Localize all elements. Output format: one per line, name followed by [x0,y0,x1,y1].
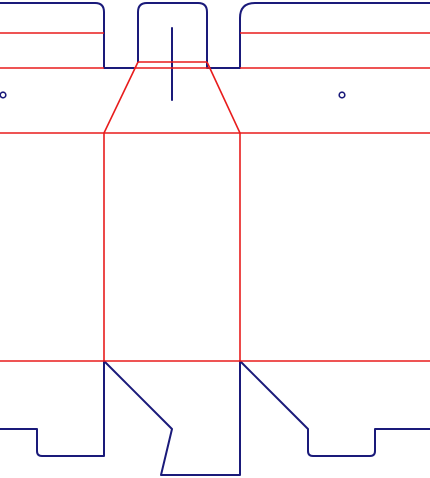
holes [0,91,346,99]
hole-left [0,91,7,99]
center-bottom-lock-flap-cut [103,360,241,476]
left-top-flap-cut [0,2,135,69]
right-bottom-tab-cut [239,360,430,457]
center-handle-tab-cut [137,2,241,69]
fold-lines [0,32,430,362]
fold-bevel-right [206,61,241,134]
left-bottom-tab-cut [0,360,105,457]
hole-right [338,91,346,99]
right-top-flap-cut [239,2,430,69]
fold-bevel-left [103,61,139,134]
